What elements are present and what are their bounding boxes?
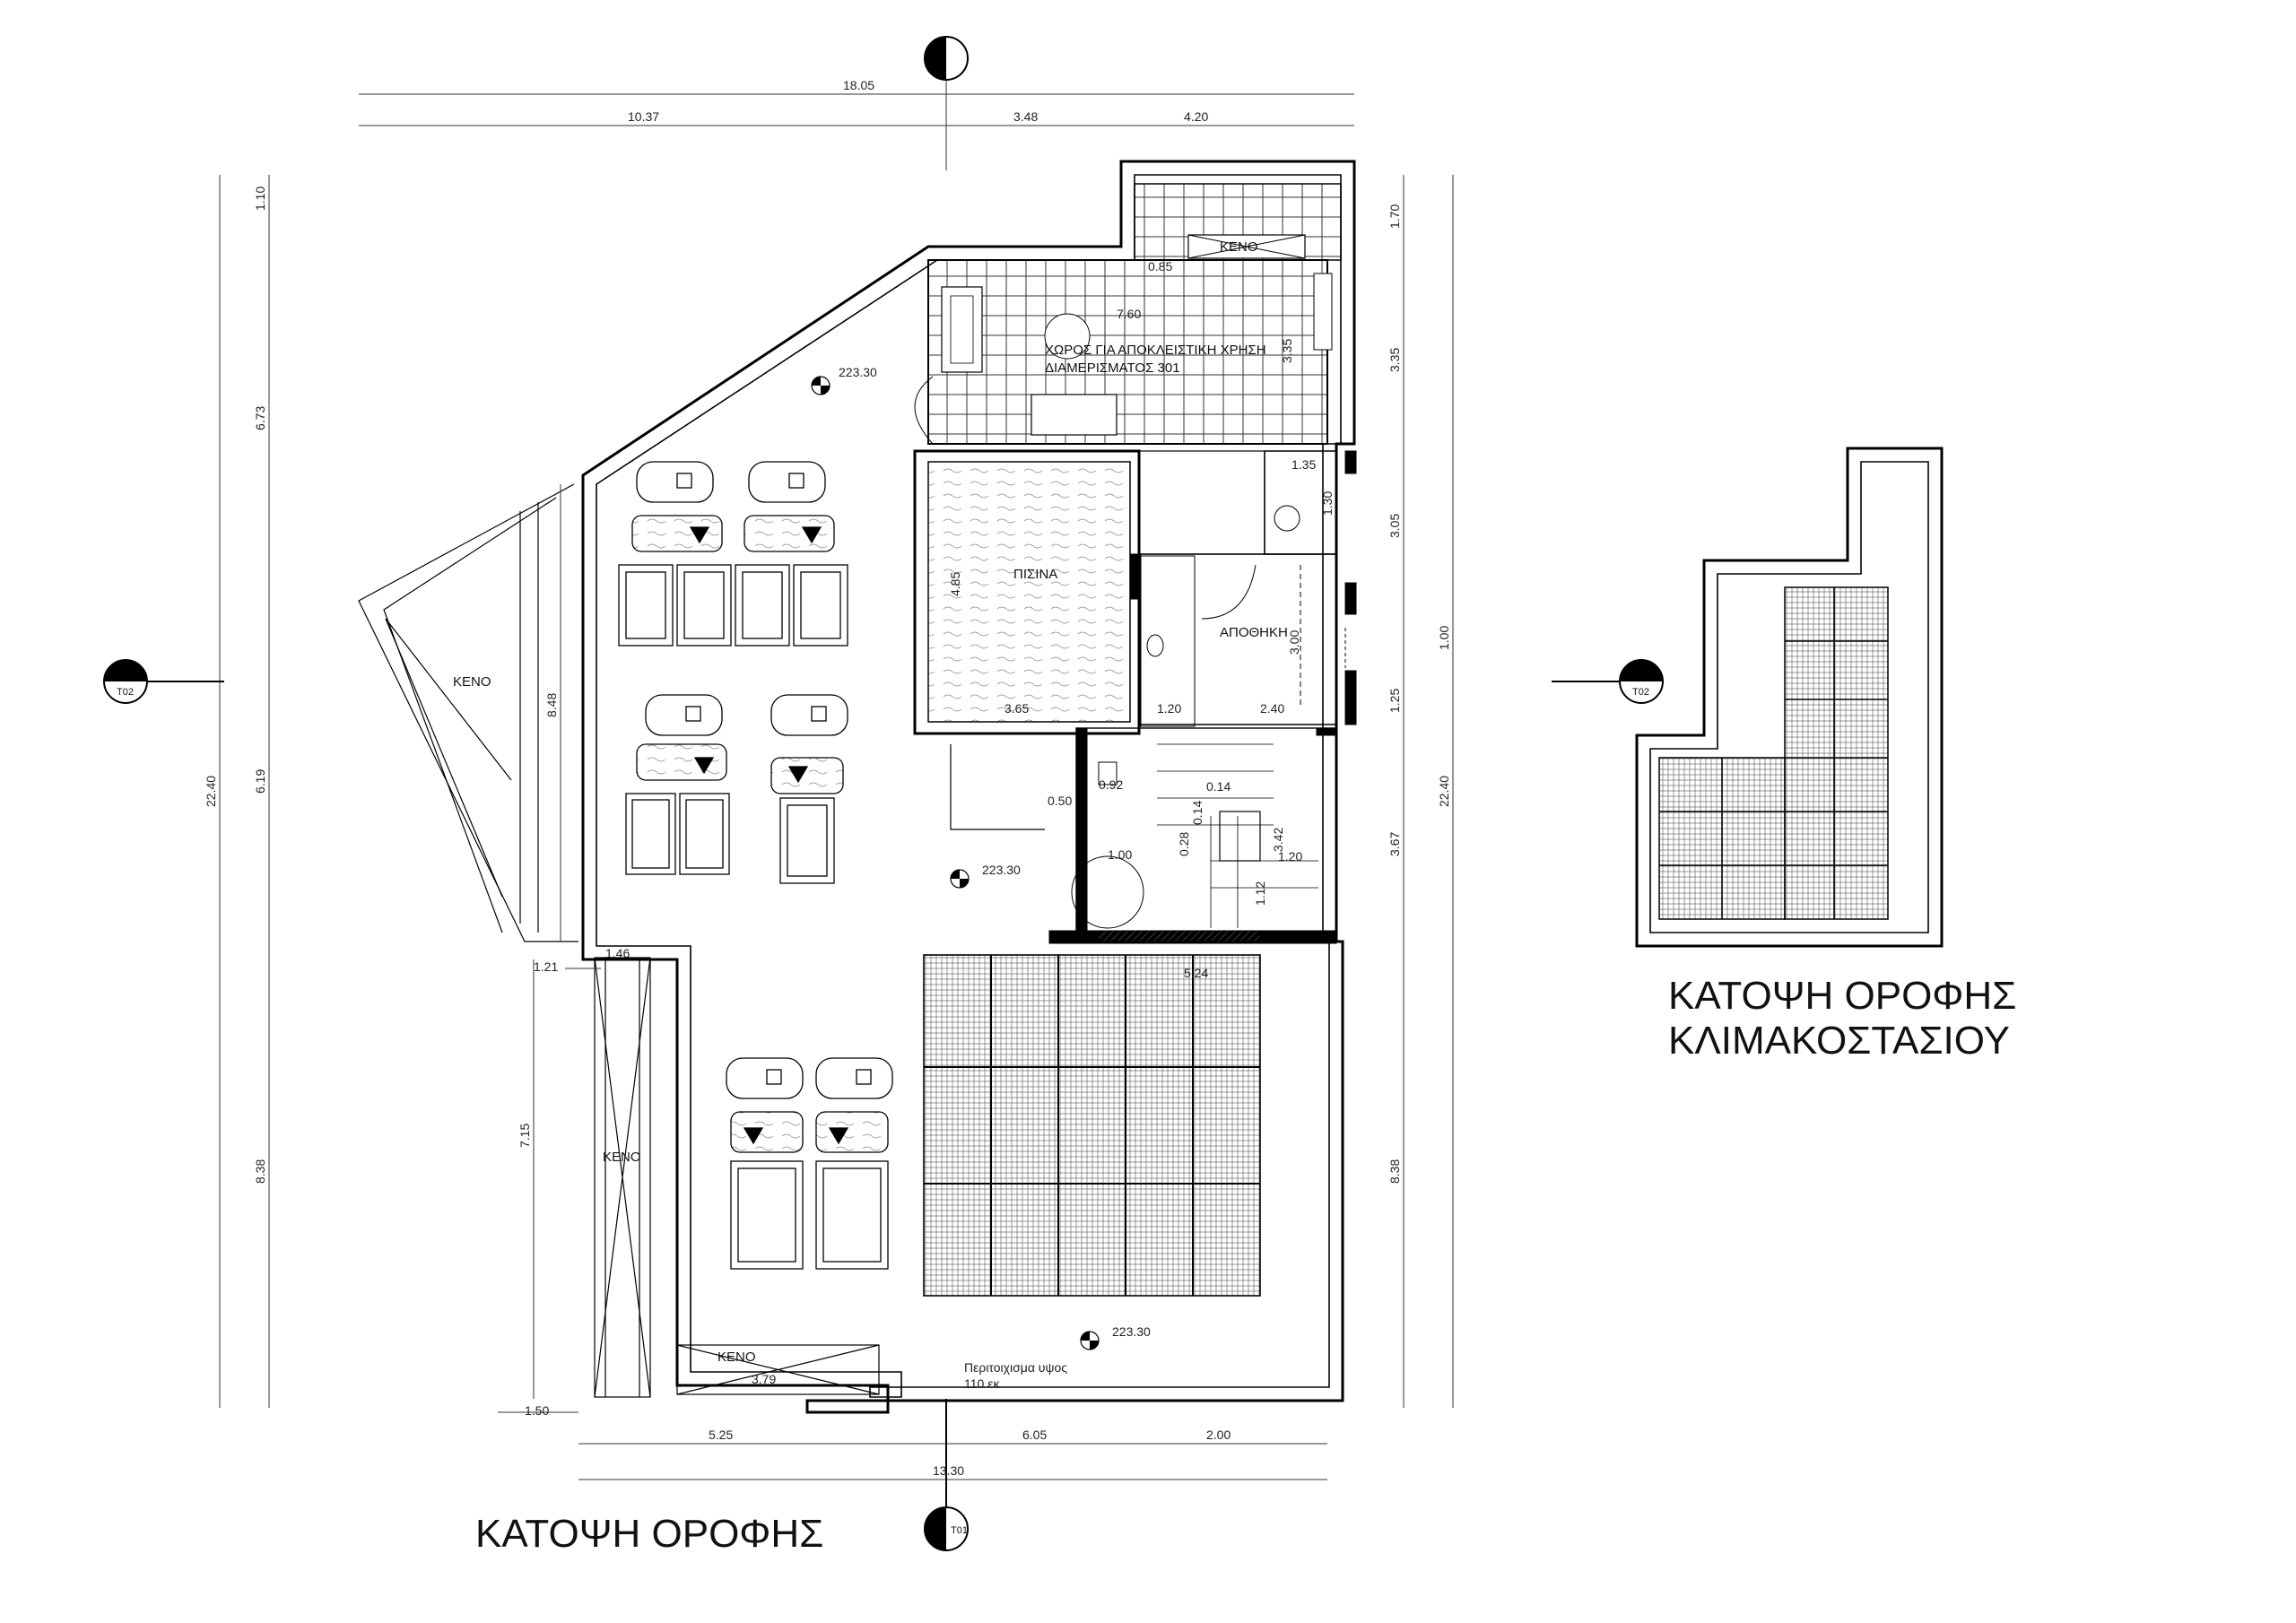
dim-text: 1.50: [525, 1403, 549, 1418]
dim-text: 3.48: [1013, 109, 1038, 124]
main-plan-title: ΚΑΤΟΨΗ ΟΡΟΦΗΣ: [475, 1512, 823, 1556]
lower-left-void: [594, 957, 651, 1398]
section-marker-right: T02: [1552, 659, 1664, 704]
dim-text: 2.00: [1206, 1428, 1231, 1442]
dim-text: 22.40: [1437, 776, 1451, 807]
dim-text: 3.67: [1387, 832, 1402, 856]
dim-text: 1.00: [1108, 847, 1132, 862]
dim-text: 3.05: [1387, 514, 1402, 538]
dim-text: 8.38: [1387, 1159, 1402, 1184]
dim-text: 0.14: [1190, 801, 1205, 825]
dim-text: 6.19: [253, 769, 267, 794]
storage-and-wc-block: [1129, 450, 1357, 727]
dim-text: 10.37: [628, 109, 659, 124]
dim-text: 3.79: [752, 1372, 776, 1386]
dim-text: 1.35: [1292, 457, 1316, 472]
parapet-height: 110 εκ: [964, 1376, 1000, 1391]
level-marker-bottom: 223.30: [1080, 1324, 1151, 1350]
stair-plan-title-line2: ΚΛΙΜΑΚΟΣΤΑΣΙΟΥ: [1668, 1019, 2010, 1063]
solar-panel-array: [923, 954, 1261, 1297]
dim-text: 8.48: [544, 693, 559, 717]
staircase-roof-plan: [1635, 447, 1944, 948]
dim-text: 3.35: [1387, 348, 1402, 372]
exclusive-use-area: [914, 183, 1342, 445]
dim-text: 6.05: [1022, 1428, 1047, 1442]
dim-text: 4.20: [1184, 109, 1208, 124]
room-label-pool: ΠΙΣΙΝΑ: [1013, 567, 1057, 582]
dim-text: 1.21: [534, 959, 558, 974]
dim-text: 7.60: [1117, 307, 1141, 321]
dim-text: 1.70: [1387, 204, 1402, 229]
dim-text: 1.20: [1278, 849, 1302, 864]
dim-text: 13.30: [933, 1463, 964, 1478]
void-label-bottom: ΚΕΝΟ: [718, 1350, 756, 1365]
dim-text: 3.35: [1280, 339, 1294, 363]
dim-text: 1.12: [1253, 881, 1267, 906]
left-void-area: [358, 483, 578, 942]
void-label-left: ΚΕΝΟ: [453, 674, 491, 690]
dim-text: 0.85: [1148, 259, 1172, 273]
section-mark-label: T01: [951, 1525, 968, 1536]
dimension-lines: [219, 81, 1454, 1480]
dim-text: 2.40: [1260, 701, 1284, 716]
dim-text: 5.24: [1184, 966, 1208, 980]
dim-text: 6.73: [253, 406, 267, 430]
room-label-exclusive-use: ΧΩΡΟΣ ΓΙΑ ΑΠΟΚΛΕΙΣΤΙΚΗ ΧΡΗΣΗ: [1045, 343, 1266, 358]
dim-text: 0.92: [1099, 777, 1123, 792]
dim-text: 0.14: [1206, 779, 1231, 794]
void-label-top: ΚΕΝΟ: [1220, 239, 1258, 255]
dim-text: 1.30: [1320, 491, 1335, 516]
dim-text: 18.05: [843, 78, 874, 92]
dim-text: 5.25: [709, 1428, 733, 1442]
level-marker-middle: 223.30: [950, 863, 1021, 889]
dim-text: 1.20: [1157, 701, 1181, 716]
section-marker-left: T02: [103, 659, 224, 704]
solar-water-heaters: [618, 461, 893, 1270]
parapet-note: Περιτοιχισμα υψος: [964, 1360, 1067, 1375]
bottom-void: [676, 1344, 880, 1395]
dim-text: 4.85: [948, 572, 962, 596]
section-mark-label: T02: [1632, 687, 1649, 698]
pool: [913, 449, 1141, 735]
dim-text: 8.38: [253, 1159, 267, 1184]
level-value: 223.30: [839, 365, 877, 379]
dim-text: 3.42: [1271, 828, 1285, 852]
dim-text: 7.15: [517, 1124, 532, 1148]
room-label-apartment: ΔΙΑΜΕΡΙΣΜΑΤΟΣ 301: [1045, 360, 1180, 376]
staircase: [950, 727, 1337, 944]
dim-text: 3.65: [1004, 701, 1029, 716]
level-value: 223.30: [1112, 1324, 1151, 1339]
dim-text: 1.46: [605, 946, 630, 960]
dim-text: 1.10: [253, 187, 267, 211]
dim-text: 1.25: [1387, 689, 1402, 713]
section-marker-top: [924, 36, 969, 81]
dim-text: 3.00: [1287, 630, 1301, 655]
section-marker-bottom: T01: [924, 1399, 969, 1551]
stair-plan-title-line1: ΚΑΤΟΨΗ ΟΡΟΦΗΣ: [1668, 974, 2016, 1018]
level-value: 223.30: [982, 863, 1021, 877]
level-marker-top: 223.30: [811, 365, 877, 395]
dim-text: 0.28: [1177, 832, 1191, 856]
dim-text: 22.40: [204, 776, 218, 807]
room-label-storage: ΑΠΟΘΗΚΗ: [1220, 625, 1288, 640]
void-label-lower-left: ΚΕΝΟ: [603, 1150, 641, 1165]
dim-text: 0.50: [1048, 794, 1072, 808]
dim-text: 1.00: [1437, 626, 1451, 650]
section-mark-label: T02: [117, 687, 134, 698]
